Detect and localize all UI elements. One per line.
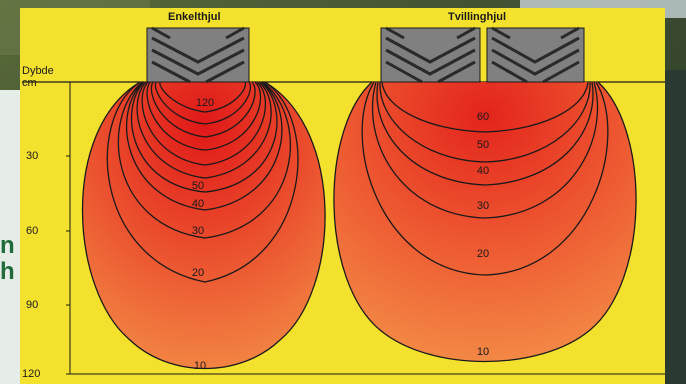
left-contour-label: 40	[192, 198, 204, 210]
right-contour-label: 10	[477, 346, 489, 358]
left-title: Enkelthjul	[168, 11, 221, 23]
axis-title-unit: cm	[22, 78, 37, 89]
y-tick-label: 30	[26, 150, 38, 162]
right-title: Tvillinghjul	[448, 11, 506, 23]
twin-tire-left	[381, 28, 480, 82]
right-contour-label: 60	[477, 111, 489, 123]
left-contour-label: 50	[192, 180, 204, 192]
background-text-fragment: n	[0, 234, 15, 258]
y-tick-label: 120	[22, 368, 40, 380]
right-contour-label: 50	[477, 139, 489, 151]
y-tick-label: 90	[26, 299, 38, 311]
right-contour-label: 30	[477, 200, 489, 212]
right-pressure-bulb	[334, 82, 636, 362]
single-tire	[147, 28, 249, 82]
background-text-fragment: h	[0, 260, 15, 284]
twin-tire-right	[487, 28, 584, 82]
left-contour-label: 120	[196, 97, 214, 109]
right-contour-label: 40	[477, 165, 489, 177]
right-contour-label: 20	[477, 248, 489, 260]
y-tick-label: 60	[26, 225, 38, 237]
left-contour-label: 30	[192, 225, 204, 237]
left-contour-label: 10	[194, 360, 206, 372]
left-contour-label: 20	[192, 267, 204, 279]
axis-title-depth: Dybde	[22, 66, 54, 77]
